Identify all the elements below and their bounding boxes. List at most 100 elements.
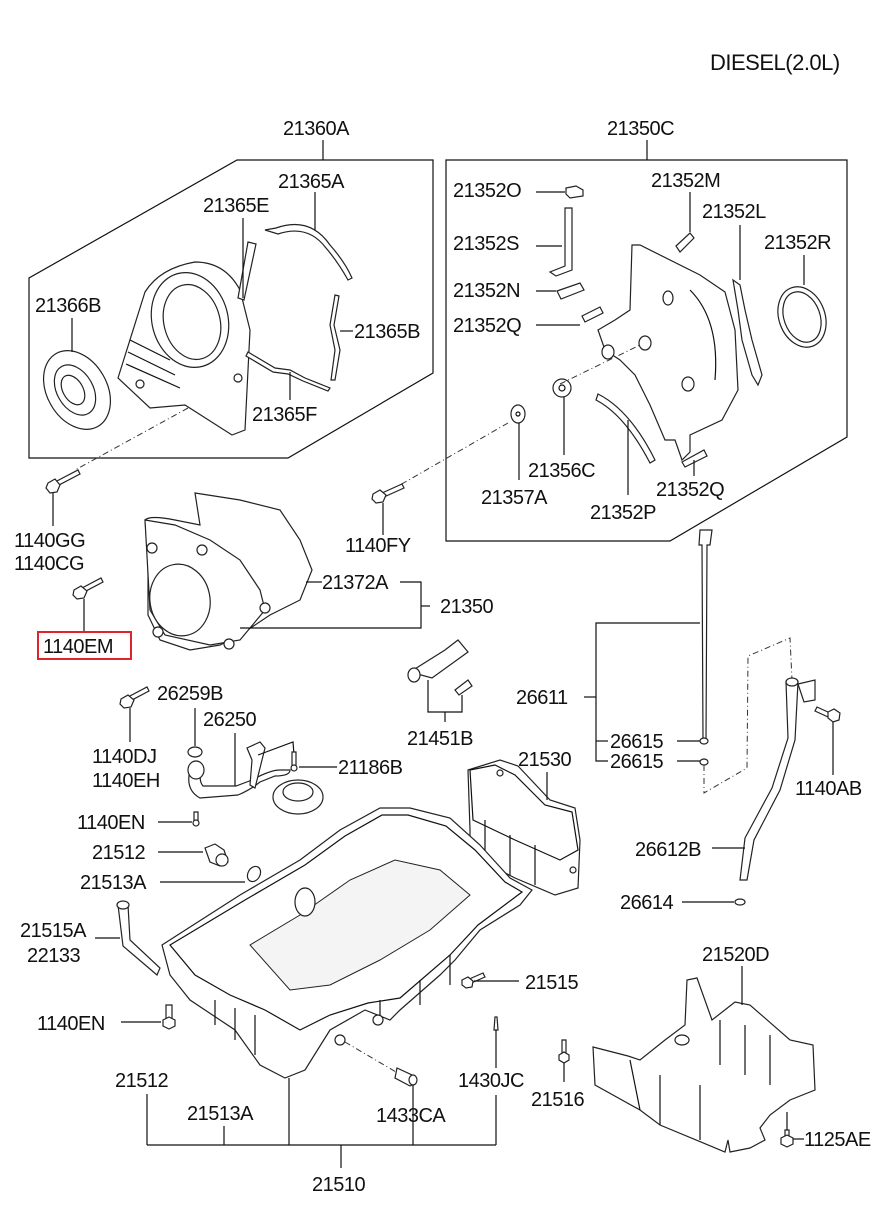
part-21515A-pipe[interactable] <box>116 900 161 976</box>
label-1140GG[interactable]: 1140GG <box>14 530 86 552</box>
part-1433CA-dowel[interactable] <box>394 1067 418 1087</box>
label-22133[interactable]: 22133 <box>27 945 81 967</box>
label-1140EN-2[interactable]: 1140EN <box>37 1013 105 1035</box>
label-21365E[interactable]: 21365E <box>203 195 270 217</box>
label-26615-1[interactable]: 26615 <box>610 731 664 753</box>
part-1140AB-bolt[interactable] <box>814 706 841 723</box>
part-21513A-gasket[interactable] <box>245 864 263 884</box>
label-21186B[interactable]: 21186B <box>338 757 403 779</box>
label-21365B[interactable]: 21365B <box>354 321 421 343</box>
label-21352Q-1[interactable]: 21352Q <box>453 315 522 337</box>
part-21352Q-1[interactable] <box>581 306 604 323</box>
label-26250[interactable]: 26250 <box>203 709 257 731</box>
label-21512-1[interactable]: 21512 <box>92 842 146 864</box>
part-21365F-gasket[interactable] <box>245 351 331 392</box>
part-26614-oring[interactable] <box>734 898 746 906</box>
label-21365F[interactable]: 21365F <box>252 404 318 426</box>
part-21352S[interactable] <box>548 207 573 277</box>
label-1430JC[interactable]: 1430JC <box>458 1070 524 1092</box>
part-26250-strainer[interactable] <box>187 741 324 815</box>
label-1140FY[interactable]: 1140FY <box>345 535 411 557</box>
label-1140CG[interactable]: 1140CG <box>14 553 85 575</box>
part-21372A-cover[interactable] <box>144 492 313 651</box>
part-26612B-guide-tube[interactable] <box>739 677 816 881</box>
part-21366B-seal[interactable] <box>30 339 124 442</box>
part-21515-bolt[interactable] <box>461 972 486 989</box>
label-21513A-1[interactable]: 21513A <box>80 872 148 894</box>
label-21352N[interactable]: 21352N <box>453 280 521 302</box>
part-1140FY-bolt[interactable] <box>371 483 405 504</box>
label-26614[interactable]: 26614 <box>620 892 674 914</box>
part-26611-dipstick[interactable] <box>698 529 713 766</box>
part-21352P[interactable] <box>595 393 656 464</box>
part-21352O[interactable] <box>565 185 584 199</box>
part-21352M[interactable] <box>675 232 695 253</box>
part-21451B[interactable] <box>407 639 473 696</box>
label-21352L[interactable]: 21352L <box>702 201 767 223</box>
upper-cover-group: 21360A 21366B 21365E 21365A <box>28 118 434 471</box>
part-21520D-under-cover[interactable] <box>592 977 816 1153</box>
selected-part-highlight <box>37 631 132 660</box>
upper-cover-frame <box>28 159 434 459</box>
part-1125AE-bolt[interactable] <box>780 1129 794 1148</box>
label-21356C[interactable]: 21356C <box>528 460 596 482</box>
part-1140EN-bolt-2[interactable] <box>162 1004 176 1030</box>
label-21520D[interactable]: 21520D <box>702 944 770 966</box>
part-1140GG-bolt[interactable] <box>45 469 81 494</box>
part-1430JC-pin[interactable] <box>493 1016 499 1031</box>
label-21530[interactable]: 21530 <box>518 749 572 771</box>
label-21515[interactable]: 21515 <box>525 972 579 994</box>
part-1140DJ-bolt[interactable] <box>119 686 150 709</box>
part-21352R-ring[interactable] <box>770 280 834 354</box>
label-21350[interactable]: 21350 <box>440 596 494 618</box>
label-21350C[interactable]: 21350C <box>607 118 675 140</box>
part-21356C-bushing[interactable] <box>552 378 572 398</box>
label-1140AB[interactable]: 1140AB <box>795 778 862 800</box>
part-21510-oil-pan[interactable] <box>161 807 533 1079</box>
label-26612B[interactable]: 26612B <box>635 839 702 861</box>
label-21366B[interactable]: 21366B <box>35 295 102 317</box>
label-21515A[interactable]: 21515A <box>20 920 88 942</box>
part-21365B-gasket[interactable] <box>329 294 341 381</box>
part-21352L[interactable] <box>732 278 763 387</box>
part-21516-bolt[interactable] <box>558 1039 570 1064</box>
label-21512-2[interactable]: 21512 <box>115 1070 169 1092</box>
label-1433CA[interactable]: 1433CA <box>376 1105 447 1127</box>
label-1140DJ[interactable]: 1140DJ <box>92 746 157 768</box>
part-26259B-gasket[interactable] <box>187 746 203 758</box>
part-21365E-gasket[interactable] <box>237 241 257 301</box>
label-21510[interactable]: 21510 <box>312 1174 366 1196</box>
label-21513A-2[interactable]: 21513A <box>187 1103 255 1125</box>
label-21352Q-2[interactable]: 21352Q <box>656 479 725 501</box>
label-21352R[interactable]: 21352R <box>764 232 832 254</box>
label-26259B[interactable]: 26259B <box>157 683 224 705</box>
label-1140EM[interactable]: 1140EM <box>43 636 114 658</box>
part-upper-timing-cover[interactable] <box>117 261 251 436</box>
label-21372A[interactable]: 21372A <box>322 572 390 594</box>
label-1125AE[interactable]: 1125AE <box>804 1129 871 1151</box>
label-21352P[interactable]: 21352P <box>590 502 657 524</box>
lower-cover-frame <box>445 159 848 542</box>
label-21360A[interactable]: 21360A <box>283 118 351 140</box>
label-21365A[interactable]: 21365A <box>278 171 346 193</box>
part-21365A-gasket[interactable] <box>264 223 353 281</box>
part-1140EN-bolt-1[interactable] <box>192 811 200 827</box>
label-21357A[interactable]: 21357A <box>481 487 549 509</box>
part-21186B-bolt[interactable] <box>290 751 298 772</box>
part-1140EM-bolt[interactable] <box>72 577 104 600</box>
label-1140EN-1[interactable]: 1140EN <box>77 812 145 834</box>
label-26611[interactable]: 26611 <box>516 687 569 709</box>
label-21352M[interactable]: 21352M <box>651 170 721 192</box>
label-21516[interactable]: 21516 <box>531 1089 585 1111</box>
part-21352N[interactable] <box>556 282 585 300</box>
part-lower-timing-cover[interactable] <box>597 244 739 462</box>
label-21352S[interactable]: 21352S <box>453 233 520 255</box>
part-21357A-washer[interactable] <box>510 404 526 424</box>
part-21352Q-2[interactable] <box>681 449 708 468</box>
label-26615-2[interactable]: 26615 <box>610 751 664 773</box>
label-21451B[interactable]: 21451B <box>407 728 474 750</box>
label-1140EH[interactable]: 1140EH <box>92 770 160 792</box>
part-21512-drain-plug[interactable] <box>204 843 229 867</box>
label-21352O[interactable]: 21352O <box>453 180 522 202</box>
